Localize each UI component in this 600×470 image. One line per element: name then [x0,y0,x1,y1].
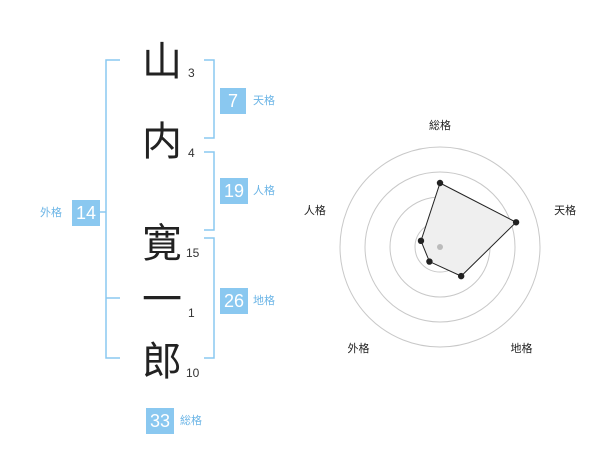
soukaku-badge: 33 [146,408,174,434]
chikaku-badge: 26 [220,288,248,314]
name-char-1: 山 [142,39,182,85]
jinkaku-badge: 19 [220,178,248,204]
chikaku-label: 地格 [253,294,275,307]
radar-grid-ring [364,171,516,323]
jinkaku-bracket [204,151,215,231]
gaikaku-label: 外格 [40,206,62,219]
radar-axis-label: 天格 [554,203,576,217]
radar-point [457,272,465,280]
radar-axis-label: 地格 [511,341,533,355]
radar-axis-label: 人格 [304,203,326,217]
radar-grid-ring [339,146,541,348]
name-char-5: 郎 [142,339,182,385]
chikaku-bracket [204,237,215,359]
radar-polygon [420,182,517,277]
stroke-count-3: 15 [186,246,200,260]
radar-axis-label: 総格 [429,118,451,132]
name-char-2: 内 [142,119,182,165]
radar-point [436,179,444,187]
name-char-4: 一 [142,277,182,323]
gaikaku-badge: 14 [72,200,100,226]
gaikaku-bracket [105,59,120,359]
radar-axis-label: 外格 [347,341,369,355]
name-char-3: 寛 [142,221,182,267]
stroke-count-2: 4 [188,146,195,160]
soukaku-label: 総格 [180,414,202,427]
tenkaku-label: 天格 [253,94,275,107]
tenkaku-badge: 7 [220,88,246,114]
radar-point [426,258,433,265]
jinkaku-label: 人格 [253,184,275,197]
radar-center-dot [437,244,443,250]
stroke-count-4: 1 [188,306,195,320]
tenkaku-bracket [204,59,215,139]
radar-point [512,219,520,226]
radar-point [417,237,425,245]
stroke-count-1: 3 [188,66,195,80]
stroke-count-5: 10 [186,366,200,380]
